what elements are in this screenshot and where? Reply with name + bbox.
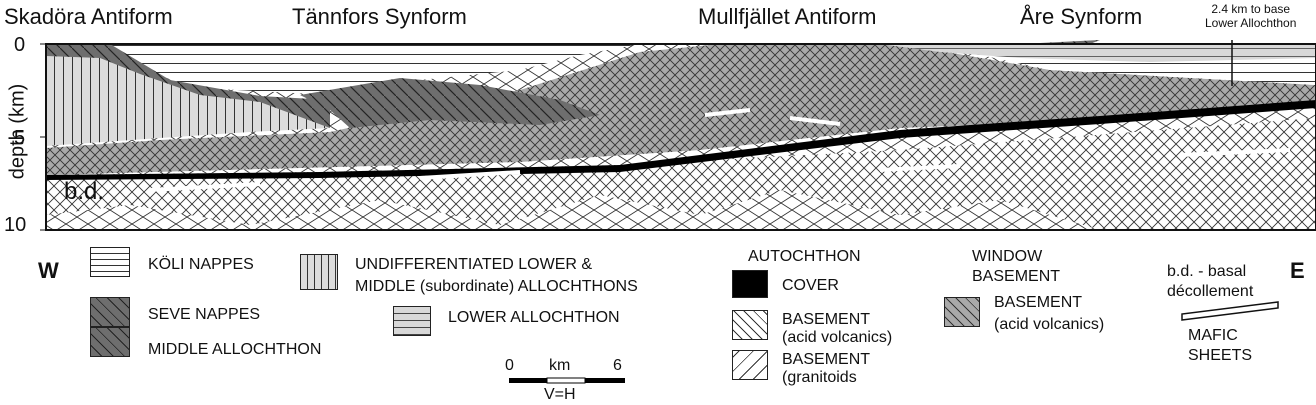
legend-bd-label2: décollement [1167,282,1253,302]
west-label: W [38,258,59,284]
legend-mafic-label2: SHEETS [1188,346,1252,366]
legend-middle-swatch [90,327,130,357]
legend-middle-label: MIDDLE ALLOCHTHON [148,340,321,360]
legend-basement-granitoids-swatch [732,350,768,380]
legend-basement-granitoids-label1: BASEMENT [782,350,870,370]
east-label: E [1290,258,1305,284]
legend-basement-acid-label1: BASEMENT [782,310,870,330]
cross-section [0,0,1316,245]
legend-lower-swatch [393,306,431,336]
legend-basement-acid-swatch [732,310,768,340]
legend-cover-label: COVER [782,276,839,296]
legend-undiff-label1: UNDIFFERENTIATED LOWER & [355,255,592,275]
legend-basement-granitoids-label2: (granitoids [782,368,857,388]
legend-undiff-swatch [300,254,338,290]
legend-lower-label: LOWER ALLOCHTHON [448,308,620,328]
legend-window-basement-swatch [944,297,980,327]
legend-window-basement-label1: BASEMENT [994,293,1082,313]
bd-label: b.d. [64,178,104,206]
legend-cover-swatch [732,270,768,298]
legend-basement-acid-label2: (acid volcanics) [782,328,892,348]
legend-window-heading2: BASEMENT [972,267,1060,287]
legend-window-basement-label2: (acid volcanics) [994,315,1104,335]
legend-koli-label: KÖLI NAPPES [148,255,254,275]
legend-undiff-label2: MIDDLE (subordinate) ALLOCHTHONS [355,277,638,297]
legend-autochthon-heading: AUTOCHTHON [748,247,861,267]
scale-zero: 0 [505,356,514,376]
scale-max: 6 [613,356,622,376]
legend-seve-swatch [90,297,130,327]
legend-mafic-label1: MAFIC [1188,326,1238,346]
legend-seve-label: SEVE NAPPES [148,305,260,325]
legend-window-heading1: WINDOW [972,247,1042,267]
scale-unit: km [549,356,570,376]
legend-koli-swatch [90,247,130,277]
scale-note: V=H [544,385,576,405]
legend-mafic-swatch [1180,300,1280,324]
legend-bd-label1: b.d. - basal [1167,262,1246,282]
